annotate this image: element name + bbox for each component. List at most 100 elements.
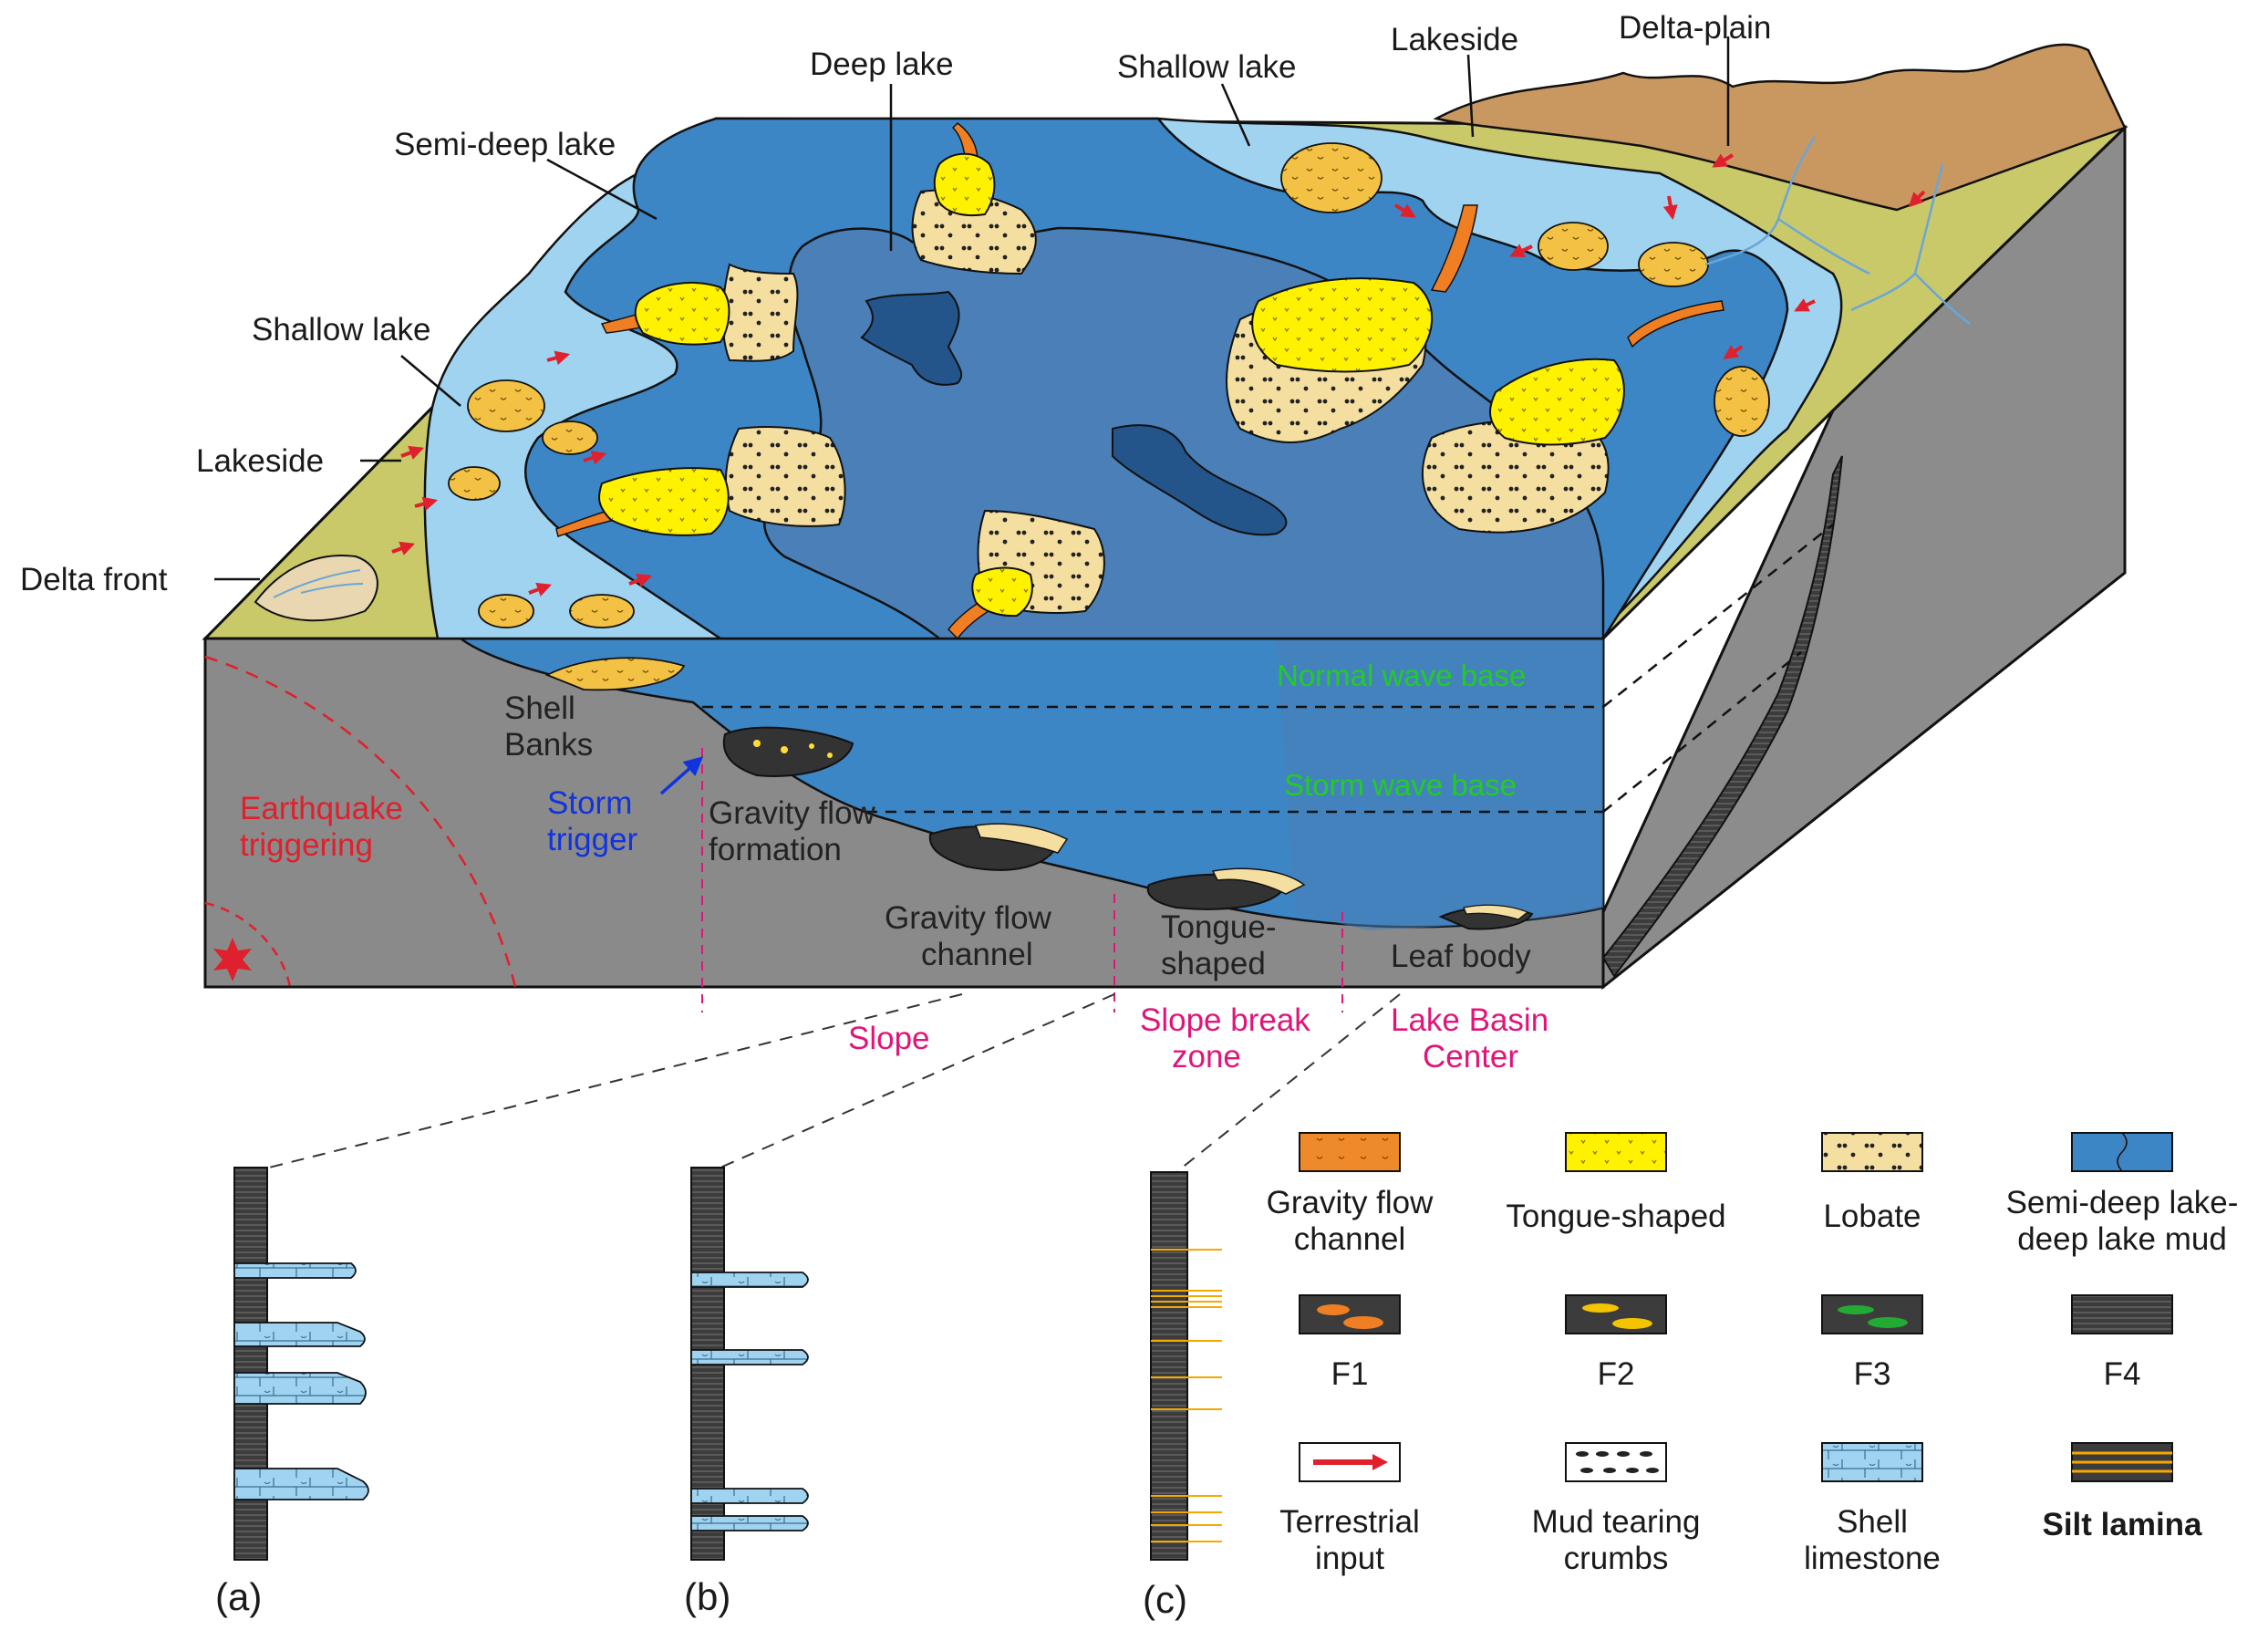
label-gravity-formation-1: Gravity flow bbox=[709, 795, 876, 831]
storm-trigger-arrow bbox=[659, 756, 704, 795]
label-storm-trigger-2: trigger bbox=[547, 822, 638, 857]
label-slope: Slope bbox=[848, 1021, 930, 1056]
legend-swatch-tongue-shaped bbox=[1565, 1132, 1667, 1172]
storm-wave-base-right bbox=[1602, 651, 1802, 813]
label-shallow-lake-top: Shallow lake bbox=[1117, 49, 1297, 85]
legend-label-f1: F1 bbox=[1331, 1356, 1369, 1392]
tongue-shape-2 bbox=[598, 467, 730, 536]
shell-patch-1 bbox=[467, 379, 545, 432]
delta-front-lobe bbox=[254, 555, 378, 622]
legend-swatch-silt-lamina bbox=[2071, 1442, 2173, 1482]
legend-swatch-f4 bbox=[2071, 1294, 2173, 1334]
label-deep-lake: Deep lake bbox=[810, 47, 954, 82]
cross-section-deposit-1 bbox=[722, 726, 854, 777]
leader-semi-deep bbox=[546, 158, 658, 221]
label-gravity-channel-2: channel bbox=[921, 937, 1033, 972]
label-semi-deep-lake: Semi-deep lake bbox=[394, 127, 616, 162]
right-face-deposit-wedge bbox=[1601, 455, 1843, 978]
label-slope-break-1: Slope break bbox=[1140, 1002, 1310, 1038]
cross-section-deposit-3-top bbox=[1211, 867, 1306, 895]
lobate-fan-1 bbox=[721, 263, 799, 362]
legend-label-terrestrial-1: Terrestrial bbox=[1279, 1504, 1420, 1540]
label-slope-break-2: zone bbox=[1172, 1039, 1241, 1075]
shell-bank-cross-section bbox=[544, 657, 686, 691]
label-earthquake-1: Earthquake bbox=[240, 791, 403, 826]
legend-label-semideep-1: Semi-deep lake- bbox=[2006, 1185, 2239, 1220]
lake-water-right-part bbox=[1277, 639, 1603, 930]
legend-swatch-terrestrial-input bbox=[1299, 1442, 1401, 1482]
label-storm-wave-base: Storm wave base bbox=[1284, 768, 1517, 802]
legend-label-f3: F3 bbox=[1854, 1356, 1891, 1392]
tongue-shape-3 bbox=[933, 152, 996, 217]
legend-label-f4: F4 bbox=[2104, 1356, 2141, 1392]
deep-mud-patch-2 bbox=[1112, 424, 1288, 536]
label-delta-plain: Delta-plain bbox=[1619, 10, 1771, 46]
gravity-flow-channel-5 bbox=[1627, 300, 1724, 348]
delta-plain-rivers bbox=[1704, 136, 1971, 325]
column-label-a: (a) bbox=[215, 1575, 262, 1618]
label-shallow-lake-left: Shallow lake bbox=[252, 312, 431, 348]
mountain-range bbox=[1433, 43, 2127, 212]
tongue-shape-4 bbox=[1251, 277, 1434, 373]
lobate-fan-2 bbox=[724, 426, 846, 527]
gravity-flow-channel-4 bbox=[1430, 204, 1478, 293]
label-shell-banks-1: Shell bbox=[504, 690, 575, 726]
label-lake-basin-2: Center bbox=[1423, 1039, 1518, 1075]
column-label-c: (c) bbox=[1143, 1578, 1187, 1621]
earthquake-epicenter-icon bbox=[213, 938, 252, 981]
tongue-shape-5 bbox=[1489, 358, 1625, 446]
strat-column-b bbox=[690, 1167, 809, 1561]
legend-label-shell-2: limestone bbox=[1804, 1541, 1941, 1576]
connector-c bbox=[1175, 993, 1401, 1173]
legend-label-gravity-1: Gravity flow bbox=[1267, 1185, 1434, 1220]
column-label-b: (b) bbox=[684, 1575, 730, 1618]
label-gravity-formation-2: formation bbox=[709, 832, 842, 867]
shell-patch-7 bbox=[1538, 222, 1609, 271]
legend-swatch-gravity-flow-channel bbox=[1299, 1132, 1401, 1172]
legend-label-lobate: Lobate bbox=[1823, 1199, 1921, 1234]
strat-column-a bbox=[233, 1167, 369, 1561]
label-tongue-shaped-2: shaped bbox=[1161, 946, 1266, 981]
legend-label-semideep-2: deep lake mud bbox=[2017, 1221, 2227, 1257]
shell-patch-6 bbox=[1280, 142, 1383, 213]
legend-swatch-mud-tearing-crumbs bbox=[1565, 1442, 1667, 1482]
legend-label-silt: Silt lamina bbox=[2042, 1507, 2202, 1542]
connector-b bbox=[720, 993, 1115, 1168]
legend-label-f2: F2 bbox=[1598, 1356, 1635, 1392]
label-lakeside-top: Lakeside bbox=[1391, 22, 1518, 57]
legend-swatch-f1 bbox=[1299, 1294, 1401, 1334]
legend-label-terrestrial-2: input bbox=[1315, 1541, 1384, 1576]
label-storm-trigger-1: Storm bbox=[547, 785, 632, 821]
label-earthquake-2: triggering bbox=[240, 827, 373, 863]
shell-patch-4 bbox=[478, 594, 534, 628]
legend-swatch-f3 bbox=[1821, 1294, 1923, 1334]
label-gravity-channel-1: Gravity flow bbox=[885, 900, 1052, 936]
shell-patch-9 bbox=[1714, 366, 1770, 437]
cross-section-deposit-3 bbox=[1146, 873, 1288, 910]
tongue-shape-1 bbox=[634, 282, 730, 346]
shell-patch-3 bbox=[448, 466, 501, 501]
legend-swatch-lobate bbox=[1821, 1132, 1923, 1172]
label-leaf-body: Leaf body bbox=[1391, 939, 1531, 974]
legend-swatch-f2 bbox=[1565, 1294, 1667, 1334]
normal-wave-base-right bbox=[1602, 524, 1834, 708]
shell-patch-8 bbox=[1638, 242, 1709, 287]
legend-label-shell-1: Shell bbox=[1837, 1504, 1908, 1540]
label-lakeside-left: Lakeside bbox=[196, 443, 324, 479]
deep-mud-patch-1 bbox=[860, 290, 963, 386]
leader-lakeside-top bbox=[1466, 54, 1475, 138]
cross-section-deposit-4-top bbox=[1463, 904, 1529, 920]
cross-section-deposit-2-top bbox=[974, 823, 1069, 854]
strat-column-c bbox=[1150, 1171, 1222, 1561]
legend-label-tongue: Tongue-shaped bbox=[1506, 1199, 1725, 1234]
label-lake-basin-1: Lake Basin bbox=[1391, 1002, 1548, 1038]
legend-label-mud-2: crumbs bbox=[1564, 1541, 1669, 1576]
shell-patch-2 bbox=[542, 420, 598, 455]
legend-swatch-shell-limestone bbox=[1821, 1442, 1923, 1482]
label-tongue-shaped-1: Tongue- bbox=[1161, 909, 1276, 945]
label-shell-banks-2: Banks bbox=[504, 727, 593, 763]
leader-shallow-lake-top bbox=[1220, 83, 1251, 147]
shell-patch-5 bbox=[569, 594, 635, 628]
leader-shallow-left bbox=[400, 355, 461, 407]
